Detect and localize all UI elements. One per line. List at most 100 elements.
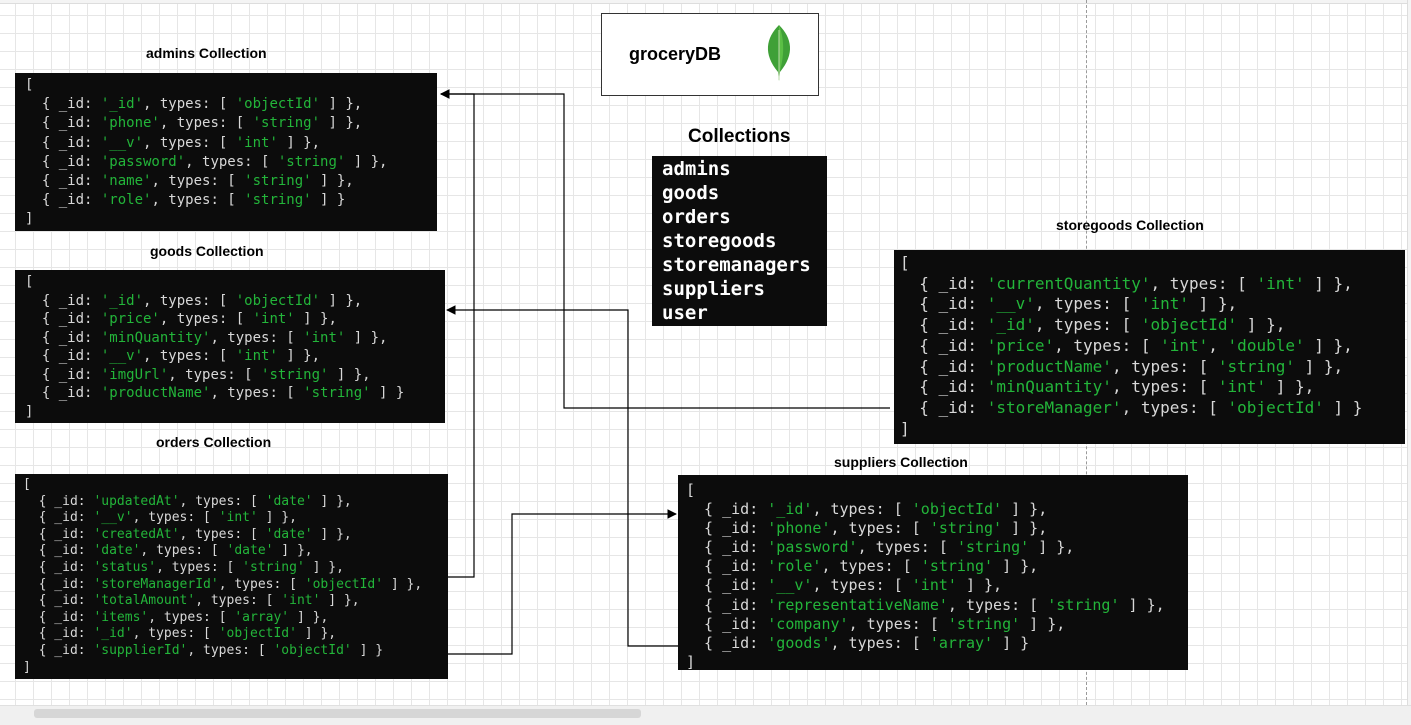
array-open-bracket: [ [25, 77, 34, 93]
orders-collection-title: orders Collection [156, 434, 272, 450]
field-type: 'string' [303, 385, 371, 401]
field-type: 'date' [265, 493, 313, 509]
field-id: 'productName' [986, 356, 1112, 376]
field-id: 'totalAmount' [93, 593, 196, 609]
array-open-bracket: [ [23, 477, 31, 492]
orders-supplier-to-suppliers-connector [448, 509, 677, 655]
field-type: 'int' [303, 329, 346, 346]
field-id: 'createdAt' [93, 526, 180, 542]
schema-field-row: { _id: 'goods', types: [ 'array' ] } [686, 633, 1030, 652]
field-type: 'objectId' [235, 292, 321, 309]
admins-schema-panel[interactable]: [ { _id: '_id', types: [ 'objectId' ] },… [15, 73, 437, 231]
database-box[interactable]: groceryDB [601, 13, 819, 96]
field-type: 'string' [244, 192, 312, 209]
schema-field-row: { _id: 'totalAmount', types: [ 'int' ] }… [23, 593, 360, 609]
schema-field-row: { _id: 'items', types: [ 'array' ] }, [23, 609, 329, 625]
schema-field-row: { _id: 'representativeName', types: [ 's… [686, 595, 1165, 614]
field-type: 'int' [218, 510, 258, 526]
field-id: 'role' [100, 192, 152, 209]
field-id: 'items' [93, 609, 149, 625]
mongodb-leaf-icon [767, 25, 791, 81]
schema-field-row: { _id: '_id', types: [ 'objectId' ] }, [25, 292, 363, 309]
field-type: 'string' [252, 115, 321, 132]
field-id: 'password' [767, 538, 858, 557]
schema-field-row: { _id: 'currentQuantity', types: [ 'int'… [900, 273, 1353, 293]
schema-field-row: { _id: '__v', types: [ 'int' ] }, [23, 510, 297, 526]
field-type: 'int' [281, 593, 321, 609]
field-id: 'role' [767, 557, 822, 576]
suppliers-collection-title: suppliers Collection [834, 454, 968, 470]
array-open-bracket: [ [900, 253, 910, 272]
schema-field-row: { _id: 'date', types: [ 'date' ] }, [23, 543, 313, 559]
field-type: 'objectId' [304, 576, 384, 592]
schema-field-row: { _id: 'company', types: [ 'string' ] }, [686, 614, 1066, 633]
field-id: 'price' [986, 335, 1055, 355]
field-id: 'phone' [767, 519, 831, 538]
schema-field-row: { _id: 'role', types: [ 'string' ] } [25, 192, 346, 209]
field-type: 'objectId' [1140, 315, 1238, 335]
field-id: 'storeManager' [986, 397, 1122, 417]
field-type: 'array' [234, 609, 290, 625]
schema-field-row: { _id: 'storeManagerId', types: [ 'objec… [23, 576, 423, 592]
field-id: '_id' [767, 500, 813, 519]
field-id: '_id' [100, 96, 144, 113]
schema-field-row: { _id: '_id', types: [ 'objectId' ] }, [25, 96, 363, 113]
schema-field-row: { _id: 'updatedAt', types: [ 'date' ] }, [23, 493, 352, 509]
collection-item-orders: orders [662, 206, 731, 228]
schema-field-row: { _id: '_id', types: [ 'objectId' ] }, [23, 626, 337, 642]
field-type: 'string' [920, 557, 994, 576]
database-name: groceryDB [629, 44, 722, 64]
schema-field-row: { _id: 'status', types: [ 'string' ] }, [23, 559, 344, 575]
field-id: 'price' [100, 311, 160, 327]
field-id: '__v' [986, 294, 1035, 314]
field-type: 'string' [244, 173, 312, 190]
schema-field-row: { _id: 'productName', types: [ 'string' … [900, 356, 1344, 376]
field-id: 'representativeName' [767, 595, 948, 614]
field-type: 'string' [947, 614, 1021, 633]
field-type: 'int' [911, 576, 957, 595]
collections-list[interactable]: admins goods orders storegoods storemana… [652, 156, 827, 326]
field-type: 'int' [252, 311, 295, 327]
field-id: '__v' [100, 134, 144, 151]
array-close-bracket: ] [686, 652, 696, 670]
field-type: 'array' [929, 633, 994, 652]
field-type: 'int' [235, 134, 278, 151]
field-id: 'company' [767, 614, 849, 633]
field-type: 'int' [1140, 294, 1190, 314]
suppliers-schema-panel[interactable]: [ { _id: '_id', types: [ 'objectId' ] },… [678, 475, 1188, 670]
scrollbar-thumb[interactable] [34, 709, 641, 718]
orders-storemanager-to-admins-connector [440, 89, 475, 578]
field-id: 'minQuantity' [100, 329, 211, 346]
schema-field-row: { _id: 'minQuantity', types: [ 'int' ] }… [900, 377, 1315, 397]
field-id: 'storeManagerId' [93, 576, 219, 592]
field-type: 'string' [929, 519, 1003, 538]
array-close-bracket: ] [23, 659, 31, 675]
collection-item-user: user [662, 302, 708, 324]
schema-field-row: { _id: '_id', types: [ 'objectId' ] }, [686, 500, 1048, 519]
schema-field-row: { _id: 'role', types: [ 'string' ] }, [686, 557, 1039, 576]
schema-field-row: { _id: '__v', types: [ 'int' ] }, [686, 576, 1003, 595]
field-type: 'objectId' [911, 500, 1003, 519]
field-type: 'string' [956, 538, 1030, 557]
field-type: 'date' [226, 543, 274, 559]
field-type: 'objectId' [218, 626, 297, 642]
field-type: 'objectId' [1227, 397, 1324, 417]
schema-field-row: { _id: 'phone', types: [ 'string' ] }, [25, 115, 363, 132]
goods-schema-panel[interactable]: [ { _id: '_id', types: [ 'objectId' ] },… [15, 270, 445, 423]
schema-field-row: { _id: 'productName', types: [ 'string' … [25, 385, 405, 401]
schema-field-row: { _id: 'minQuantity', types: [ 'int' ] }… [25, 329, 388, 346]
array-open-bracket: [ [25, 274, 34, 290]
admins-collection-title: admins Collection [146, 45, 267, 61]
array-close-bracket: ] [25, 403, 34, 420]
schema-field-row: { _id: 'createdAt', types: [ 'date' ] }, [23, 526, 352, 542]
storegoods-schema-panel[interactable]: [ { _id: 'currentQuantity', types: [ 'in… [894, 250, 1405, 444]
field-id: 'updatedAt' [93, 493, 180, 509]
collection-item-admins: admins [662, 158, 731, 180]
suppliers-goods-to-goods-connector [446, 305, 678, 647]
collection-item-goods: goods [662, 182, 720, 204]
orders-schema-panel[interactable]: [ { _id: 'updatedAt', types: [ 'date' ] … [15, 474, 448, 679]
field-id: 'date' [93, 543, 141, 559]
field-type: 'objectId' [273, 642, 352, 658]
schema-field-row: { _id: 'password', types: [ 'string' ] }… [686, 538, 1075, 557]
